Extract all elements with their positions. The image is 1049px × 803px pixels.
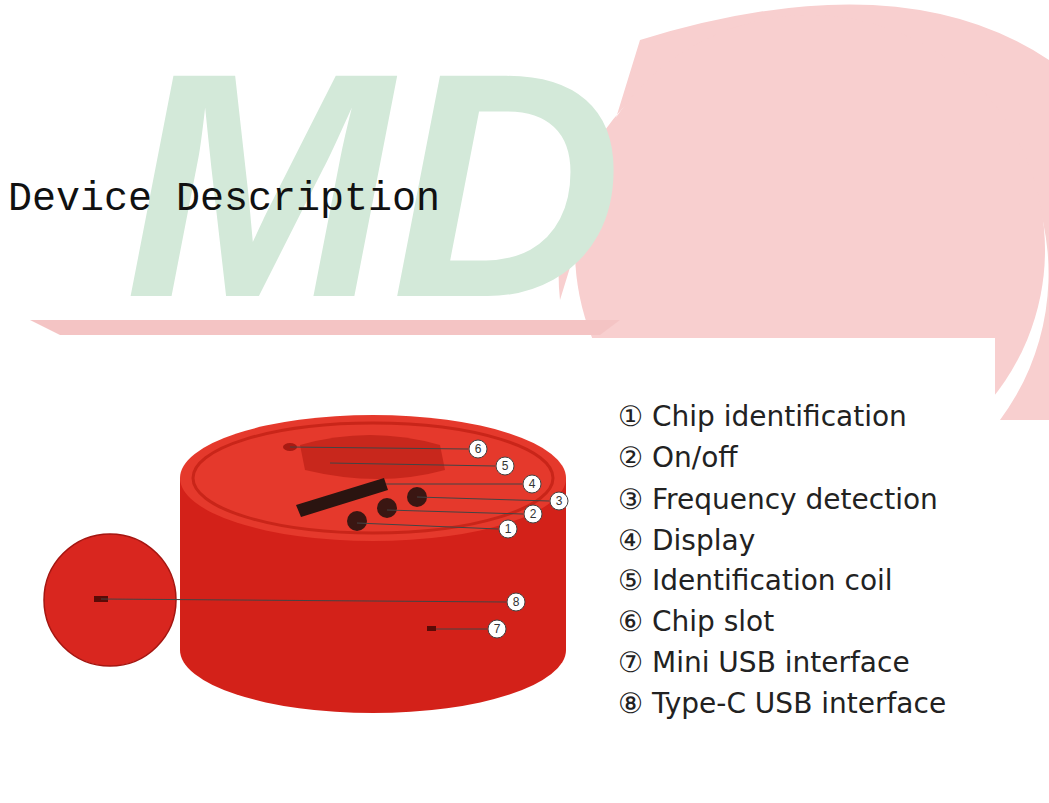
part-name: ⑤ Identification coil (618, 566, 893, 597)
part-name: ⑥ Chip slot (618, 607, 774, 638)
callout-number: 3 (556, 495, 563, 507)
mini-usb-port (427, 626, 436, 631)
callout-circle (496, 457, 514, 475)
top-rim (193, 423, 553, 533)
callout-number: 7 (494, 623, 501, 635)
callout-number: 4 (529, 478, 536, 490)
part-name: ③ Frequency detection (618, 485, 938, 516)
callout-circles (469, 440, 568, 638)
leader-line (101, 599, 506, 602)
leader-line (387, 510, 523, 514)
callout-number: 1 (505, 523, 512, 535)
part-name: ② On/off (618, 443, 738, 474)
leader-line (357, 523, 498, 529)
leader-line (417, 497, 549, 501)
chip-slot (300, 435, 445, 479)
display-screen (296, 478, 388, 517)
white-panel (0, 338, 995, 803)
button (377, 498, 397, 518)
callout-circle (499, 520, 517, 538)
leader-line (386, 484, 522, 485)
callout-circle (488, 620, 506, 638)
callout-number: 8 (513, 596, 520, 608)
callout-circle (507, 593, 525, 611)
callout-number: 6 (475, 443, 482, 455)
callout-circle (523, 475, 541, 493)
callout-circle (550, 492, 568, 510)
button (347, 511, 367, 531)
part-name: ① Chip identification (618, 402, 907, 433)
callout-circle (469, 440, 487, 458)
callout-circle (524, 505, 542, 523)
leader-line (436, 629, 487, 630)
callout-number: 5 (502, 460, 509, 472)
part-name: ⑦ Mini USB interface (618, 648, 910, 679)
part-name: ④ Display (618, 526, 755, 557)
page-title: Device Description (8, 180, 440, 220)
leader-lines (101, 447, 549, 629)
leader-line (330, 463, 495, 466)
callout-number: 2 (530, 508, 537, 520)
leader-line (290, 447, 468, 449)
lid-edge (44, 534, 176, 666)
part-name: ⑧ Type-C USB interface (618, 689, 946, 720)
lid-disc (44, 534, 176, 666)
white-panel (995, 430, 1049, 803)
device-top (180, 415, 566, 541)
